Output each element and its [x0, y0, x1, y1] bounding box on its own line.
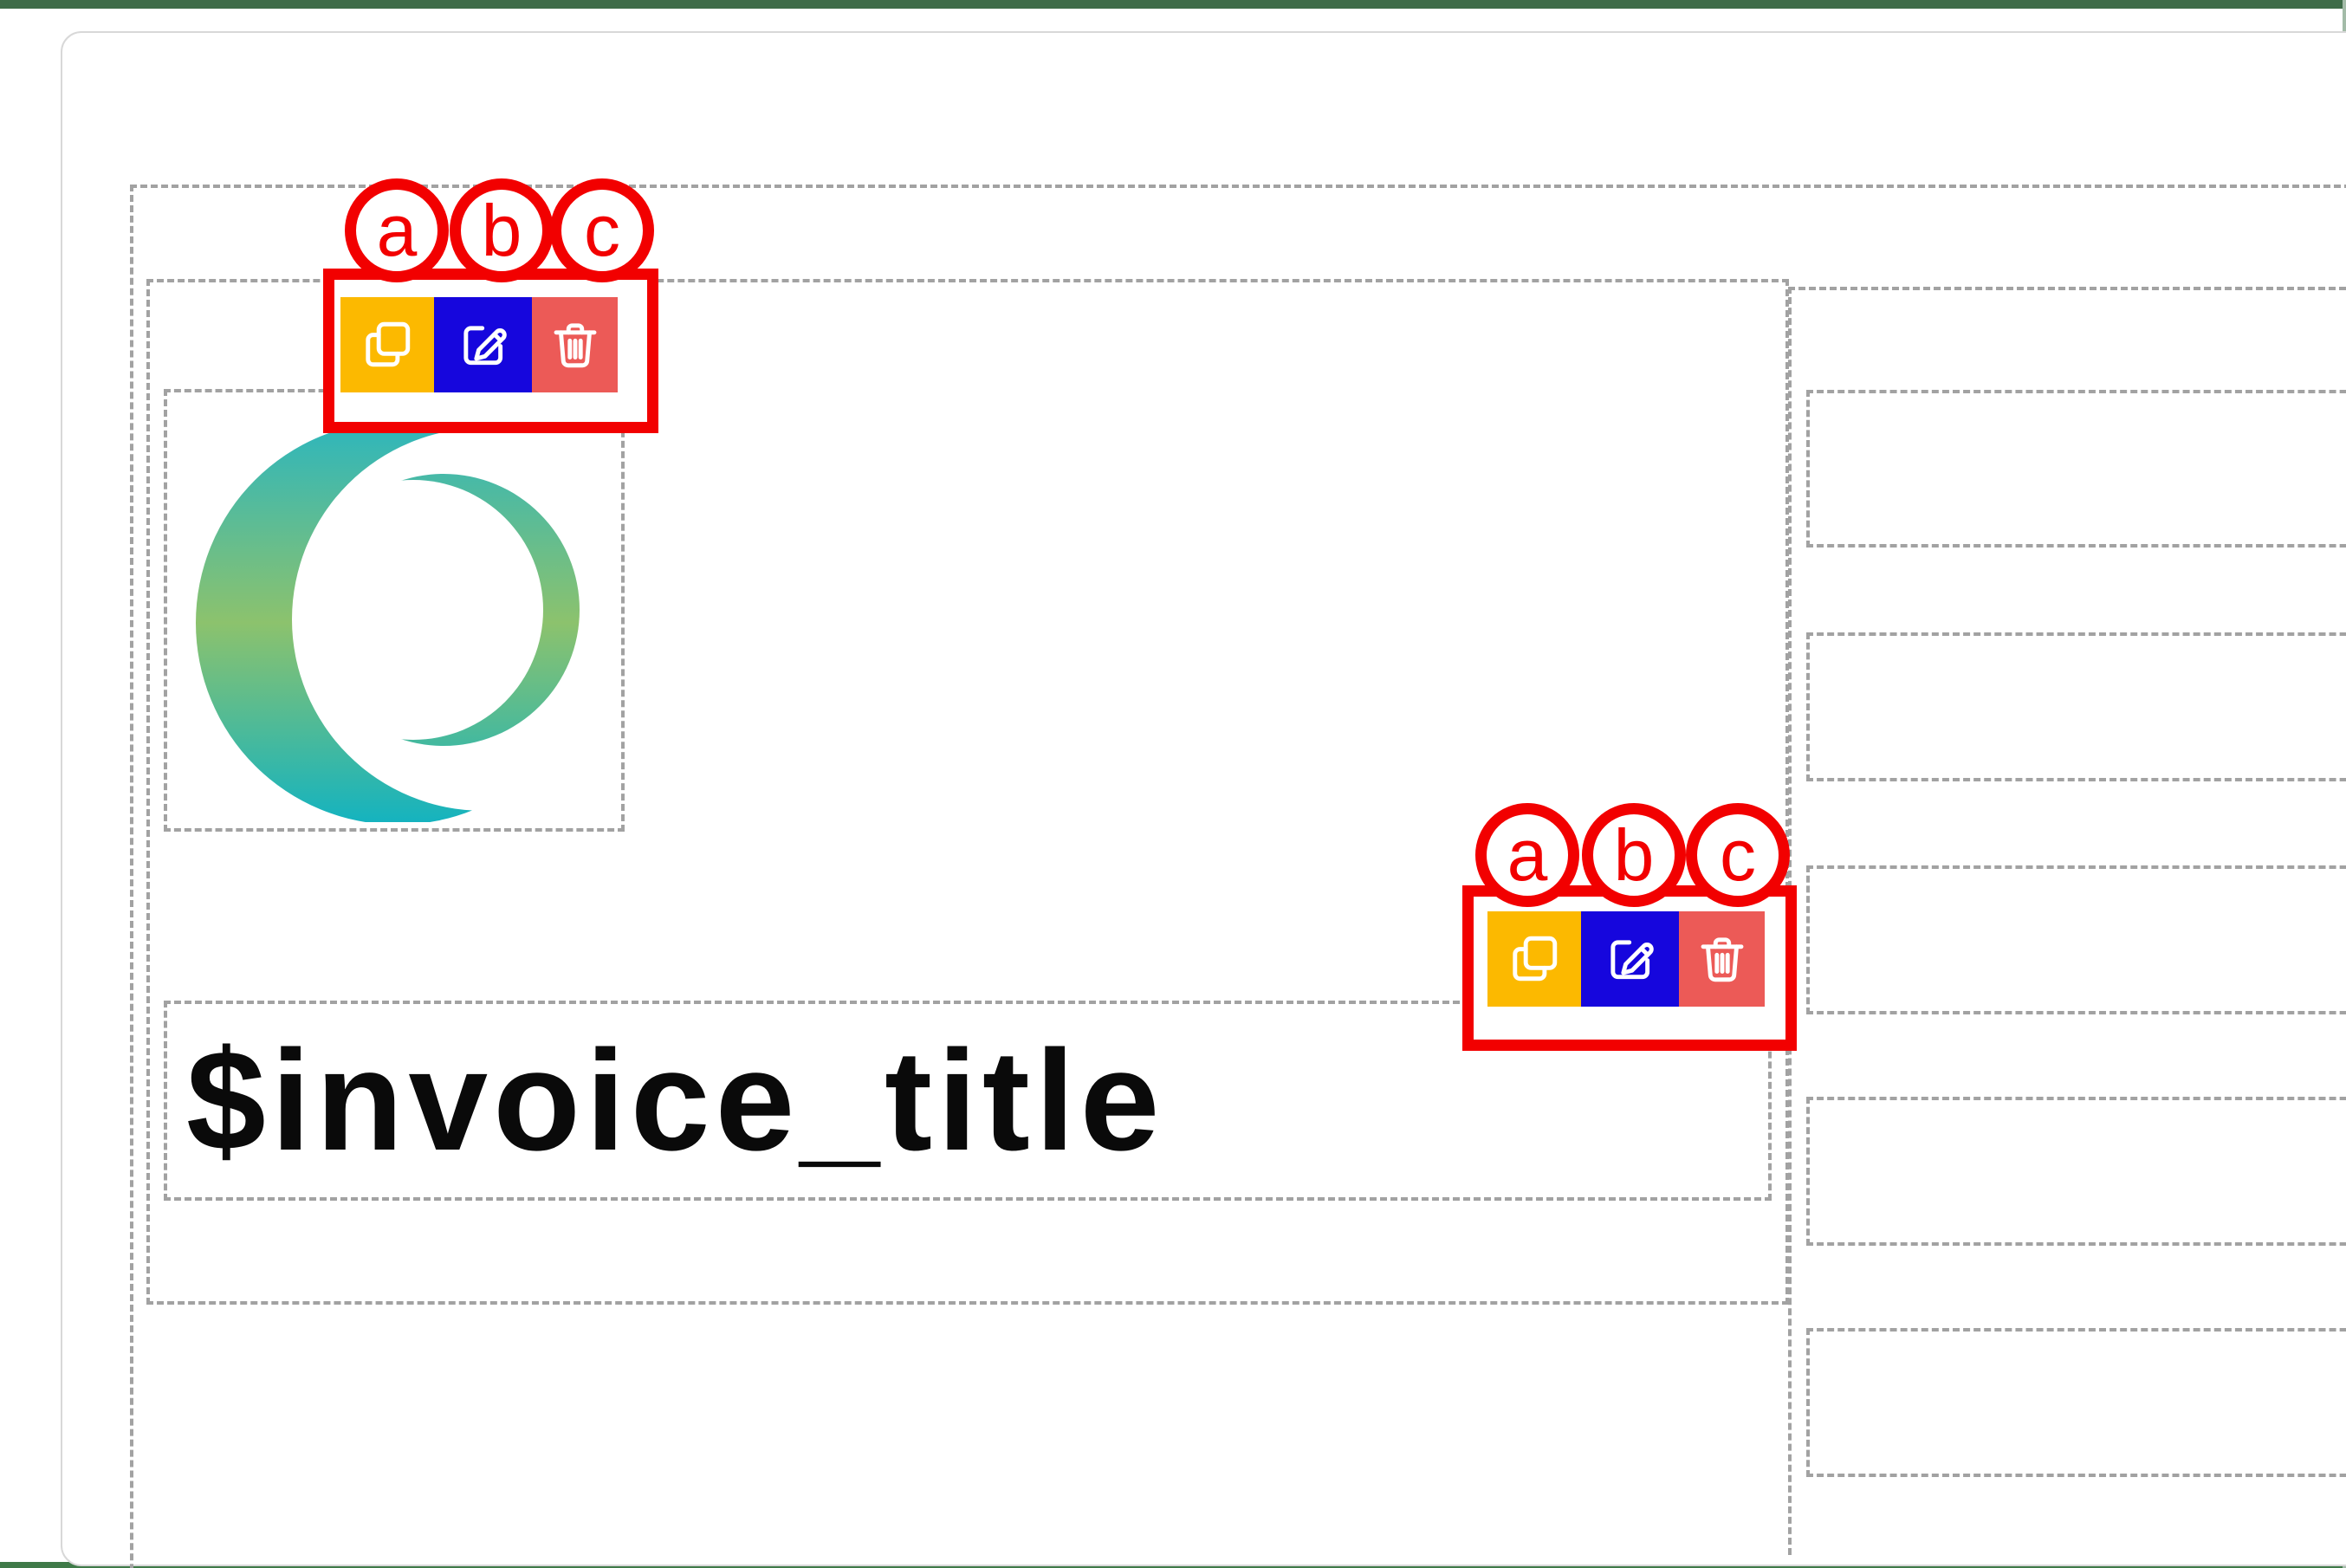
- copy-icon: [366, 321, 411, 367]
- annotation-badge-b: b: [1582, 803, 1686, 907]
- frame-top-edge: [0, 0, 2346, 9]
- company-logo-block[interactable]: [164, 389, 625, 832]
- invoice-title-block[interactable]: $invoice_title: [164, 1001, 1772, 1201]
- logo-block-toolbar: a b c: [323, 178, 658, 433]
- edit-button[interactable]: [1581, 911, 1679, 1007]
- edit-icon: [463, 326, 507, 366]
- annotation-badge-b: b: [450, 178, 554, 282]
- company-logo-icon: [196, 424, 599, 822]
- annotation-badge-a: a: [345, 178, 449, 282]
- trash-icon: [1701, 937, 1743, 982]
- annotation-badge-c: c: [550, 178, 654, 282]
- delete-button[interactable]: [532, 297, 618, 392]
- copy-icon: [1513, 936, 1558, 982]
- annotation-badge-a: a: [1475, 803, 1579, 907]
- copy-button[interactable]: [1487, 911, 1581, 1007]
- invoice-title-placeholder: $invoice_title: [186, 1020, 1165, 1180]
- edit-button[interactable]: [434, 297, 532, 392]
- company-field-row[interactable]: [1806, 390, 2346, 548]
- title-block-toolbar: a b c: [1462, 803, 1797, 1051]
- company-field-row[interactable]: [1806, 1328, 2346, 1477]
- company-field-row[interactable]: [1806, 865, 2346, 1014]
- trash-icon: [554, 323, 596, 368]
- page-section-outline: [130, 185, 2346, 1568]
- edit-icon: [1610, 940, 1654, 980]
- copy-button[interactable]: [340, 297, 434, 392]
- company-field-row[interactable]: [1806, 1097, 2346, 1246]
- delete-button[interactable]: [1679, 911, 1765, 1007]
- company-field-row[interactable]: [1806, 632, 2346, 781]
- annotation-badge-c: c: [1686, 803, 1790, 907]
- header-left-section-outline: [146, 279, 1789, 1305]
